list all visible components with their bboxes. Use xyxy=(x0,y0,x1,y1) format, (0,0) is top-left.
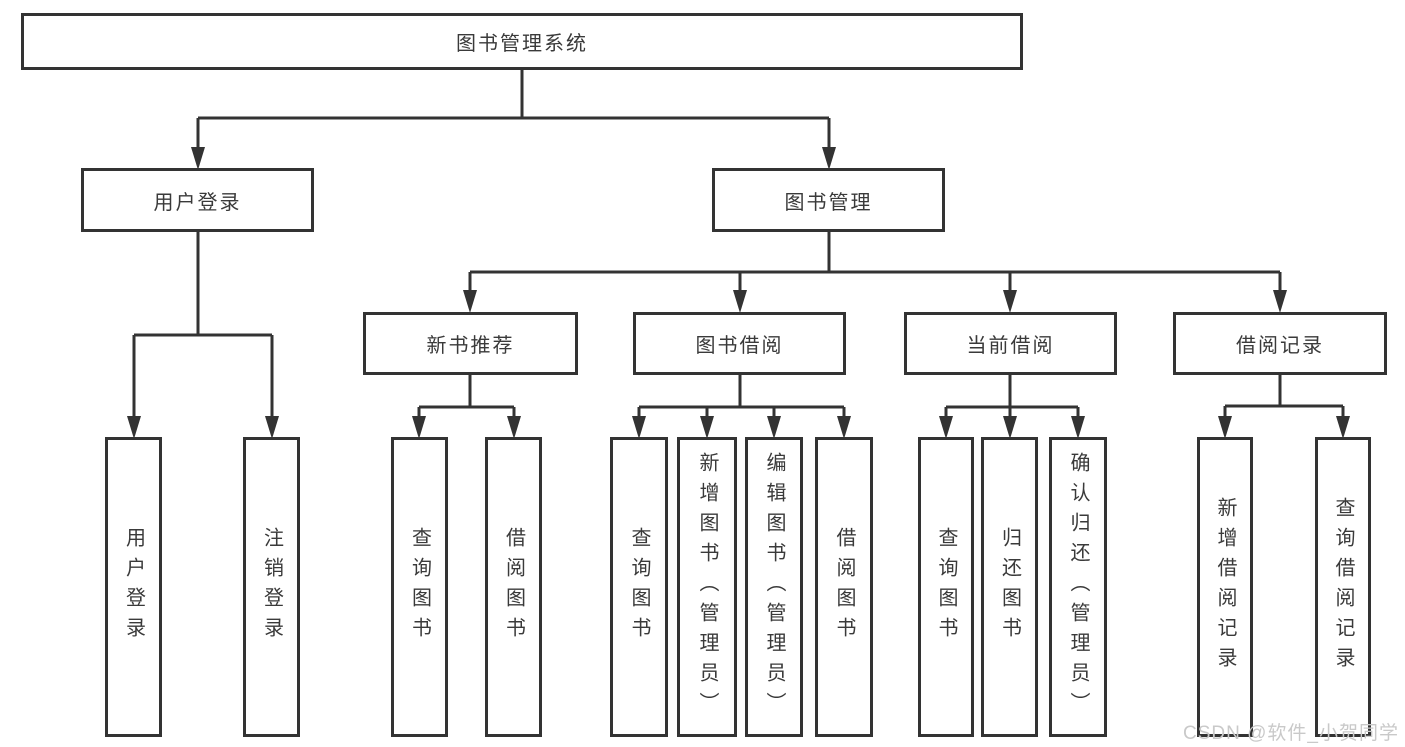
node-new-book-recommend-label: 新书推荐 xyxy=(426,335,515,357)
leaf-label: 新增图书（管理员） xyxy=(696,452,718,722)
leaf-label: 查询借阅记录 xyxy=(1332,497,1354,677)
leaf-borrow-books: 借阅图书 xyxy=(815,437,873,737)
node-new-book-recommend: 新书推荐 xyxy=(363,312,578,375)
leaf-label: 查询图书 xyxy=(628,527,650,647)
node-user-login-label: 用户登录 xyxy=(153,191,242,214)
leaf-query-books: 查询图书 xyxy=(391,437,448,737)
leaf-label: 确认归还（管理员） xyxy=(1067,452,1089,722)
leaf-borrow-books: 借阅图书 xyxy=(485,437,542,737)
node-book-management: 图书管理 xyxy=(712,168,945,232)
node-book-borrow-label: 图书借阅 xyxy=(695,335,784,357)
leaf-return-books: 归还图书 xyxy=(981,437,1038,737)
leaf-add-borrow-record: 新增借阅记录 xyxy=(1197,437,1253,737)
leaf-label: 查询图书 xyxy=(408,527,431,647)
leaf-label: 新增借阅记录 xyxy=(1214,497,1236,677)
node-borrow-records: 借阅记录 xyxy=(1173,312,1387,375)
node-book-management-label: 图书管理 xyxy=(784,191,873,214)
leaf-label: 查询图书 xyxy=(935,527,957,647)
node-root: 图书管理系统 xyxy=(21,13,1023,70)
node-user-login: 用户登录 xyxy=(81,168,314,232)
leaf-logout: 注销登录 xyxy=(243,437,300,737)
leaf-label: 用户登录 xyxy=(122,527,145,647)
node-borrow-records-label: 借阅记录 xyxy=(1236,335,1324,357)
leaf-edit-book-admin: 编辑图书（管理员） xyxy=(745,437,803,737)
arrowheads xyxy=(127,147,1350,439)
leaf-label: 借阅图书 xyxy=(833,527,855,647)
node-current-borrow: 当前借阅 xyxy=(904,312,1117,375)
leaf-query-books: 查询图书 xyxy=(610,437,668,737)
leaf-confirm-return-admin: 确认归还（管理员） xyxy=(1049,437,1107,737)
leaf-query-books: 查询图书 xyxy=(918,437,974,737)
leaf-user-login: 用户登录 xyxy=(105,437,162,737)
leaf-label: 归还图书 xyxy=(998,527,1021,647)
leaf-add-book-admin: 新增图书（管理员） xyxy=(677,437,737,737)
node-root-label: 图书管理系统 xyxy=(456,33,588,55)
node-current-borrow-label: 当前借阅 xyxy=(966,335,1055,357)
leaf-label: 编辑图书（管理员） xyxy=(763,452,785,722)
watermark: CSDN @软件_小贺同学 xyxy=(1183,723,1399,744)
node-book-borrow: 图书借阅 xyxy=(633,312,846,375)
leaf-label: 注销登录 xyxy=(260,527,283,647)
leaf-label: 借阅图书 xyxy=(502,527,525,647)
leaf-query-borrow-record: 查询借阅记录 xyxy=(1315,437,1371,737)
